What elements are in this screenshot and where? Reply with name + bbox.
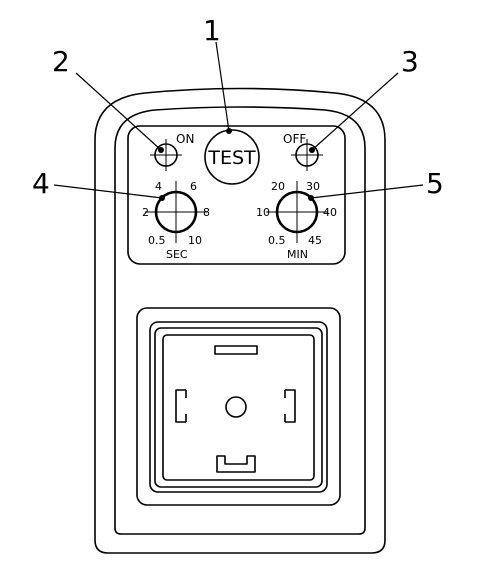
callout-3: 3 bbox=[401, 45, 419, 78]
test-button-outline[interactable] bbox=[204, 129, 260, 185]
on-led-label: ON bbox=[176, 132, 194, 146]
leader-line-4 bbox=[53, 184, 163, 199]
off-led-label: OFF bbox=[283, 132, 306, 146]
sec-tick-4: 4 bbox=[155, 180, 162, 193]
connector bbox=[136, 307, 341, 506]
min-tick-20: 20 bbox=[271, 180, 285, 193]
connector-left-pin bbox=[175, 389, 187, 423]
sec-tick-10: 10 bbox=[188, 234, 202, 247]
connector-right-pin bbox=[284, 389, 296, 423]
leader-line-2 bbox=[75, 72, 162, 151]
sec-dial[interactable] bbox=[145, 181, 207, 243]
control-panel bbox=[127, 125, 346, 265]
leader-line-3 bbox=[311, 72, 399, 151]
connector-center-hole bbox=[225, 396, 247, 418]
min-tick-10: 10 bbox=[256, 206, 270, 219]
min-tick-0-5: 0.5 bbox=[268, 234, 286, 247]
leader-dot-4 bbox=[159, 195, 165, 201]
on-led bbox=[150, 139, 182, 171]
callout-5: 5 bbox=[426, 167, 444, 200]
sec-tick-2: 2 bbox=[142, 206, 149, 219]
test-button-label: TEST bbox=[207, 147, 256, 169]
min-tick-45: 45 bbox=[308, 234, 322, 247]
min-tick-30: 30 bbox=[306, 180, 320, 193]
min-dial[interactable] bbox=[266, 181, 328, 243]
sec-tick-0-5: 0.5 bbox=[148, 234, 166, 247]
min-unit-label: MIN bbox=[287, 248, 308, 261]
callout-4: 4 bbox=[32, 167, 50, 200]
leader-line-1 bbox=[215, 41, 230, 132]
housing-inner bbox=[114, 106, 366, 535]
sec-tick-6: 6 bbox=[190, 180, 197, 193]
leader-line-5 bbox=[310, 184, 424, 199]
min-tick-40: 40 bbox=[323, 206, 337, 219]
connector-ground-pin bbox=[216, 455, 256, 473]
leader-dot-1 bbox=[226, 128, 232, 134]
leader-dot-3 bbox=[309, 147, 315, 153]
callout-1: 1 bbox=[203, 14, 221, 47]
off-led bbox=[291, 139, 323, 171]
sec-tick-8: 8 bbox=[203, 206, 210, 219]
sec-unit-label: SEC bbox=[166, 248, 188, 261]
callout-2: 2 bbox=[52, 45, 70, 78]
leader-dot-2 bbox=[158, 147, 164, 153]
connector-top-slot bbox=[214, 345, 258, 355]
leader-dot-5 bbox=[308, 195, 314, 201]
housing-outer bbox=[94, 87, 386, 554]
